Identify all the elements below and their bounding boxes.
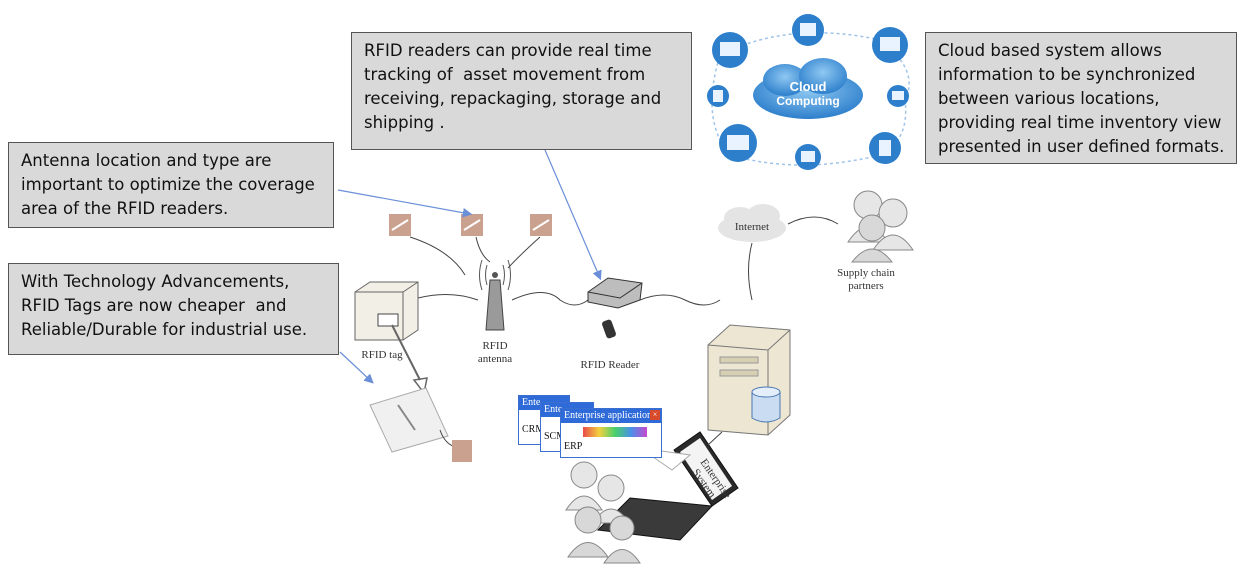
callout-line: information to be synchronized [938,65,1196,84]
callout-line: RFID readers can provide real time [364,41,652,60]
arrow-tags-callout [339,351,374,384]
rfid-tag-label: RFID tag [361,349,403,361]
rfid-tag-icon [389,214,411,236]
rfid-tag-icon [530,214,552,236]
rfid-antenna-label-line2: antenna [478,353,512,365]
cloud-label-line2: Computing [776,94,839,108]
rfid-antenna-icon [479,259,511,331]
erp-window: Enterprise application × ERP [560,408,662,458]
device-icon [887,85,909,107]
callout-line: tracking of asset movement from [364,65,646,84]
supply-chain-label-line2: partners [848,280,883,292]
cloud-label-line1: Cloud [790,79,827,94]
internet-cloud-icon [718,204,786,242]
scm-window-body: SCM [544,431,566,442]
callout-line: Cloud based system allows [938,41,1162,60]
callout-line: between various locations, [938,89,1160,108]
device-icon [707,85,729,107]
crm-window-body: CRM [522,424,545,435]
device-icon [869,132,901,164]
cloud-computing-network: Cloud Computing [707,14,910,170]
device-icon [872,27,908,63]
internet-label: Internet [735,221,769,233]
tagged-paper-icon [369,387,472,462]
device-icon [792,14,824,46]
callout-line: providing real time inventory view [938,113,1222,132]
supply-chain-label-line1: Supply chain [837,267,895,279]
users-icon [565,461,641,564]
rfid-tag-icon [461,214,483,236]
callout-line: RFID Tags are now cheaper and [21,296,287,315]
close-icon[interactable]: × [650,410,660,420]
callout-line: Antenna location and type are [21,151,272,170]
callout-line: important to optimize the coverage [21,175,315,194]
callout-line: shipping . [364,113,445,132]
rfid-tag-box-icon [354,281,419,341]
rfid-reader-label: RFID Reader [581,359,640,371]
cloud-callout: Cloud based system allows information to… [925,32,1237,164]
erp-window-title: Enterprise application [561,409,661,423]
erp-window-body: ERP [564,441,583,452]
callout-line: presented in user defined formats. [938,137,1225,156]
callout-line: receiving, repackaging, storage and [364,89,662,108]
supply-chain-partners-icon [847,190,914,263]
callout-line: area of the RFID readers. [21,199,229,218]
reader-callout: RFID readers can provide real time track… [351,32,692,150]
device-icon [795,144,821,170]
rfid-antenna-label-line1: RFID [482,340,507,352]
callout-line: With Technology Advancements, [21,272,290,291]
device-icon [712,32,748,68]
color-bar-icon [583,427,647,437]
tags-callout: With Technology Advancements, RFID Tags … [8,263,339,355]
callout-line: Reliable/Durable for industrial use. [21,320,308,339]
database-icon [751,386,781,423]
device-icon [719,124,757,162]
rfid-reader-icon [587,277,643,339]
cloud-icon [753,58,863,119]
arrow-reader-callout [544,149,602,281]
arrow-antenna-callout [337,189,473,218]
antenna-callout: Antenna location and type are important … [8,142,334,228]
